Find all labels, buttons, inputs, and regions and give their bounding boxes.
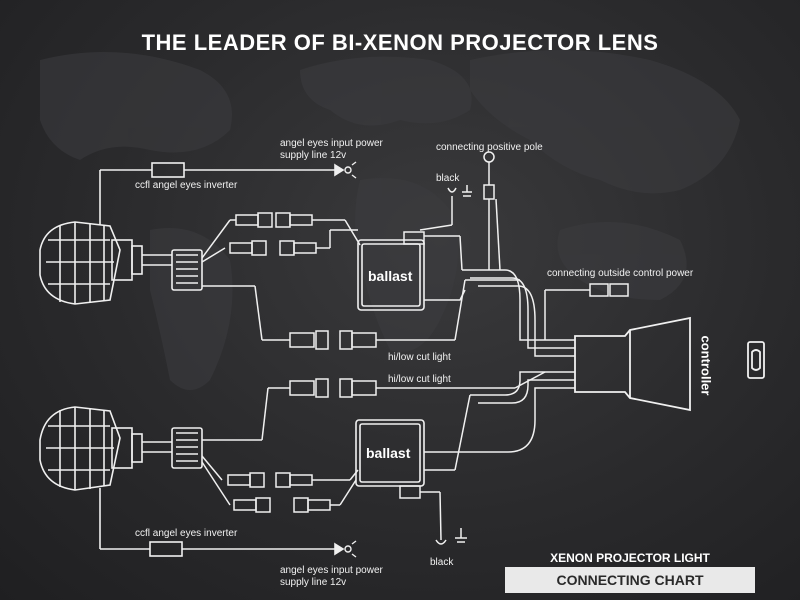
footer-subtitle: XENON PROJECTOR LIGHT [550,551,710,565]
hilow-connector-bottom [202,371,546,441]
ground-symbol-top [403,185,472,245]
ccfl-inverter-top [99,162,345,225]
ballast-top-label: ballast [368,268,413,284]
label-connecting-outside-control-power: connecting outside control power [547,268,694,279]
controller-box [574,316,765,412]
hilow-connector-top [202,279,520,350]
label-hilow-cut-light-2: hi/low cut light [388,374,451,385]
positive-pole-top [424,151,501,271]
page-title: THE LEADER OF BI-XENON PROJECTOR LENS [141,30,659,55]
ballast-bottom-box [355,419,425,487]
headlight-bottom [39,406,203,491]
label-ccfl-inverter-top: ccfl angel eyes inverter [135,180,238,191]
lamp-icon-top [344,161,357,179]
controller-label: controller [698,335,714,396]
label-black-top: black [436,173,460,184]
ccfl-inverter-bottom [99,488,345,557]
label-black-bottom: black [430,557,454,568]
label-angel-power-bottom: angel eyes input power supply line 12v [280,565,383,588]
ground-symbol-bottom [399,394,471,545]
label-ccfl-inverter-bottom: ccfl angel eyes inverter [135,528,238,539]
ballast-bottom-label: ballast [366,445,411,461]
label-hilow-cut-light-1: hi/low cut light [388,352,451,363]
headlight-top [39,221,203,305]
label-angel-power-top: angel eyes input power supply line 12v [280,138,383,161]
outside-control-connector [544,283,629,340]
harness-lines [424,269,575,453]
connectors-bottom-lower [201,455,359,513]
connectors-top-upper [201,212,361,263]
world-map-background [40,50,740,390]
ballast-top-box [357,239,425,311]
footer-band: CONNECTING CHART [505,567,755,593]
lamp-icon-bottom [344,540,357,558]
label-connecting-positive-pole: connecting positive pole [436,142,543,153]
